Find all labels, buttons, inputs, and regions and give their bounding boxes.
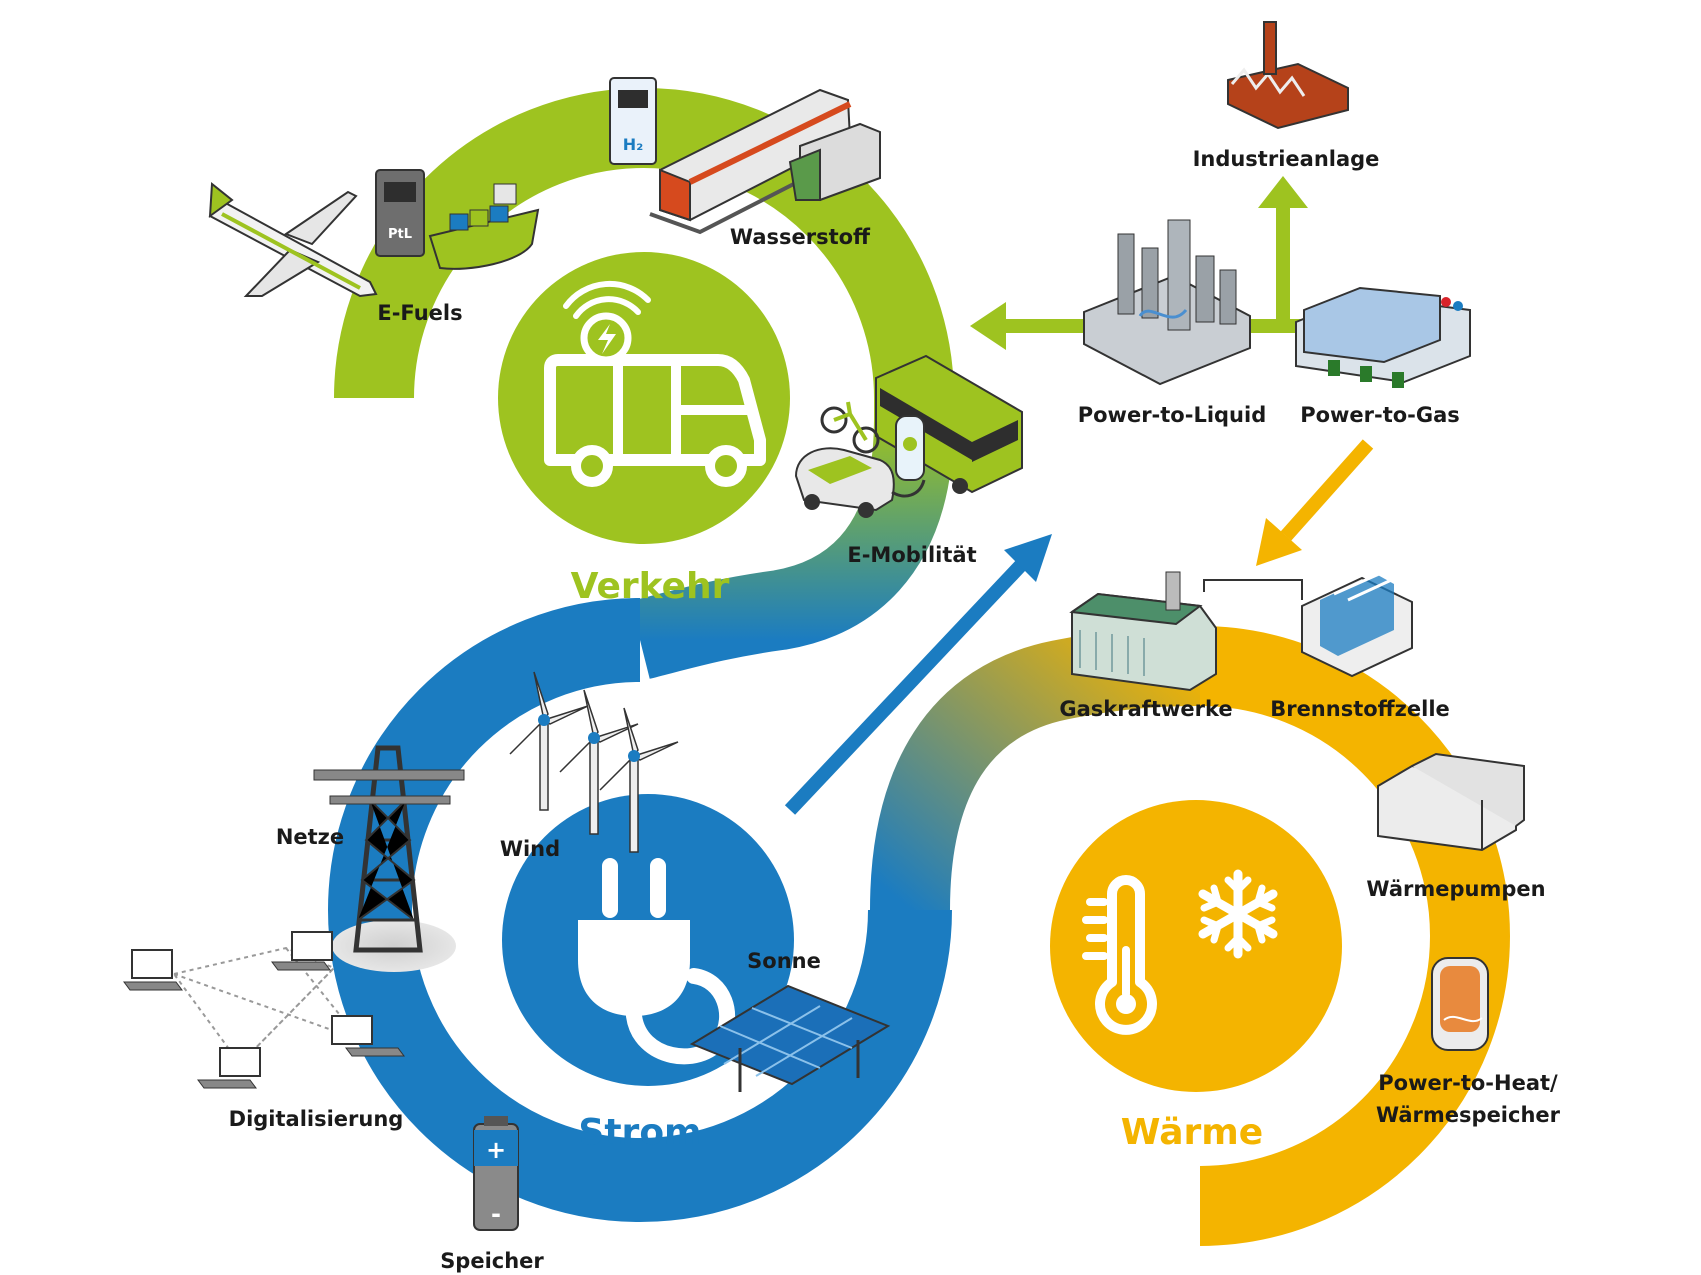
heat-pump-icon xyxy=(1377,752,1525,852)
label-netze: Netze xyxy=(276,825,344,849)
electric-bus-icon xyxy=(544,280,766,487)
label-power-to-heat-line1: Power-to-Heat/ xyxy=(1378,1071,1558,1095)
thermometer-snowflake-icon xyxy=(1082,869,1278,1035)
factory-icon xyxy=(1227,21,1349,130)
label-industrieanlage: Industrieanlage xyxy=(1193,147,1380,171)
arrow-to-industrieanlage xyxy=(1258,176,1308,326)
ptl-pump-label: PtL xyxy=(388,227,412,242)
sector-label-strom: Strom xyxy=(578,1112,701,1153)
gas-power-plant-icon xyxy=(1069,571,1217,692)
bus-icon xyxy=(875,354,1023,494)
h2-pump-label: H₂ xyxy=(623,135,643,154)
heat-storage-tank-icon xyxy=(1431,957,1489,1051)
label-brennstoffzelle: Brennstoffzelle xyxy=(1270,697,1450,721)
arrow-strom-to-power-to-x xyxy=(784,534,1052,815)
label-e-mobilitaet: E-Mobilität xyxy=(847,543,976,567)
pylon-shadow xyxy=(332,920,456,972)
label-power-to-heat-line2: Wärmespeicher xyxy=(1376,1103,1561,1127)
label-e-fuels: E-Fuels xyxy=(377,301,462,325)
waerme-band xyxy=(1199,626,1510,1246)
label-sonne: Sonne xyxy=(747,949,821,973)
label-wind: Wind xyxy=(500,837,560,861)
charging-station-icon xyxy=(895,415,925,481)
strom-band xyxy=(328,598,952,1222)
solar-panel-icon xyxy=(689,984,891,1092)
ptl-fuel-pump-icon: PtL xyxy=(375,169,425,257)
train-icon xyxy=(649,88,861,235)
airplane-icon xyxy=(208,182,378,298)
svg-text:+: + xyxy=(486,1136,506,1164)
label-speicher: Speicher xyxy=(440,1249,544,1273)
electrolyzer-icon xyxy=(1295,286,1471,388)
waerme-circle xyxy=(1050,800,1342,1092)
svg-text:-: - xyxy=(491,1200,501,1228)
battery-icon: + - xyxy=(473,1116,519,1231)
label-waermepumpen: Wärmepumpen xyxy=(1366,877,1545,901)
power-pylon-icon xyxy=(313,745,465,953)
label-digitalisierung: Digitalisierung xyxy=(229,1107,404,1131)
arrow-to-waerme xyxy=(1256,439,1374,566)
electric-car-icon xyxy=(794,447,926,518)
bicycle-icon xyxy=(820,401,880,454)
label-gaskraftwerke: Gaskraftwerke xyxy=(1059,697,1232,721)
refinery-icon xyxy=(1083,219,1251,386)
label-power-to-gas: Power-to-Gas xyxy=(1300,403,1460,427)
container-ship-icon xyxy=(428,183,540,270)
truck-icon xyxy=(788,122,881,202)
label-power-to-liquid: Power-to-Liquid xyxy=(1078,403,1267,427)
verkehr-strom-transition-band xyxy=(630,419,954,679)
fuel-cell-icon xyxy=(1301,568,1413,678)
label-wasserstoff: Wasserstoff xyxy=(730,225,871,249)
network-laptops-icon xyxy=(123,931,405,1089)
h2-fuel-pump-icon: H₂ xyxy=(609,77,657,165)
sector-label-verkehr: Verkehr xyxy=(571,566,730,607)
wind-turbine-icon xyxy=(509,671,679,853)
sector-label-waerme: Wärme xyxy=(1121,1112,1263,1153)
gaskraftwerk-brennstoffzelle-connector xyxy=(1203,579,1303,600)
